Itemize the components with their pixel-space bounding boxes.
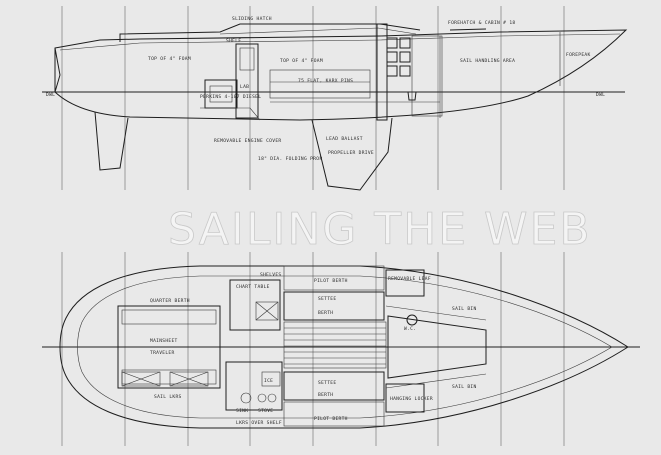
label-sail-bin-bottom: SAIL BIN [452,384,477,390]
label-removable-leaf: REMOVABLE LEAF [388,276,431,282]
saloon-sole [283,321,387,369]
plan-station-grid [61,252,565,446]
cockpit [117,305,221,389]
stove-burner-2 [267,393,277,403]
cabin-trunk [119,23,421,42]
chart-table-block [229,279,281,331]
label-top-of-foam-aft: TOP OF 4" FOAM [148,56,191,62]
pilot-berth-bottom [283,401,385,427]
label-traveler: TRAVELER [150,350,175,356]
label-hanging-locker: HANGING LOCKER [390,396,433,402]
shelf-block [239,47,255,71]
label-engine: PERKINS 4-107 DIESEL [200,94,261,100]
vberth-bottom [385,373,487,389]
pilot-berth-top [283,265,385,291]
watermark: SAILING THE WEB [168,204,592,255]
label-keel-note: LEAD BALLAST [326,136,363,142]
sail-locker-aft [121,371,209,387]
profile-view: SLIDING HATCH SHELF FOREHATCH & CABIN # … [42,6,628,191]
label-removable-cover: REMOVABLE ENGINE COVER [214,138,281,144]
deck-inner [77,275,613,419]
sink-icon [240,392,252,404]
label-ice: ICE [264,378,273,384]
label-propeller-drive: PROPELLER DRIVE [328,150,374,156]
label-berth-top: BERTH [318,310,333,316]
head-compartment [411,35,443,117]
label-top-of-foam-fwd: TOP OF 4" FOAM [280,58,323,64]
label-settee-top: SETTEE [318,296,336,302]
forehatch [449,28,487,31]
sheer-line [59,33,621,51]
ice-box [261,371,281,387]
label-sail-lkrs: SAIL LKRS [154,394,182,400]
label-stove: STOVE [258,408,273,414]
stove-burner-1 [257,393,267,403]
label-shelves: SHELVES [260,272,281,278]
label-chart-table: CHART TABLE [236,284,270,290]
locker-grid [386,37,411,77]
head-top [385,269,425,297]
label-pilot-berth-top: PILOT BERTH [314,278,348,284]
engine-cover [200,107,261,121]
fwd-table [387,315,487,379]
label-lab: LAB [240,84,249,90]
label-wc: W.C. [404,326,416,332]
label-prop: 18" DIA. FOLDING PROP [258,156,322,162]
label-settee-bottom: SETTEE [318,380,336,386]
galley-block [225,361,283,411]
hull-profile [54,29,628,121]
label-forepeak: FOREPEAK [566,52,591,58]
chart-table-x2 [255,301,279,321]
label-shelf: SHELF [226,38,241,44]
mast-step [406,314,418,326]
label-quarter-berth: QUARTER BERTH [150,298,190,304]
mast-section [376,23,388,121]
cockpit-seat-top [121,309,217,325]
rudder [94,111,129,171]
galley-bulkhead [235,43,259,119]
hanging-locker-box [385,383,425,413]
label-lkrs-over-shelf: LKRS OVER SHELF [236,420,282,426]
label-dwl-fwd: DWL [596,92,605,98]
label-mainsheet: MAINSHEET [150,338,178,344]
deck-outline [59,265,629,429]
label-sail-handling-area: SAIL HANDLING AREA [460,58,515,64]
keel [311,117,393,191]
cabin-top [219,27,417,35]
label-berth-bottom: BERTH [318,392,333,398]
transom [54,47,61,93]
chart-table-top [255,301,279,321]
settee-back [269,69,371,99]
toilet-icon [407,91,417,101]
label-flat-karx: 75 FLAT, KARX PINS [298,78,353,84]
label-sink: SINK [236,408,248,414]
label-pilot-berth-bottom: PILOT BERTH [314,416,348,422]
label-foredeck-hatch: FOREHATCH & CABIN # 18 [448,20,515,26]
settee-top [283,291,385,321]
settee-bottom [283,371,385,401]
engine-block [209,85,233,103]
label-sail-bin-top: SAIL BIN [452,306,477,312]
label-slide-hatch: SLIDING HATCH [232,16,272,22]
vberth-top [385,305,487,321]
label-dwl-aft: DWL [46,92,55,98]
plan-view: SHELVES PILOT BERTH REMOVABLE LEAF QUART… [42,252,640,446]
